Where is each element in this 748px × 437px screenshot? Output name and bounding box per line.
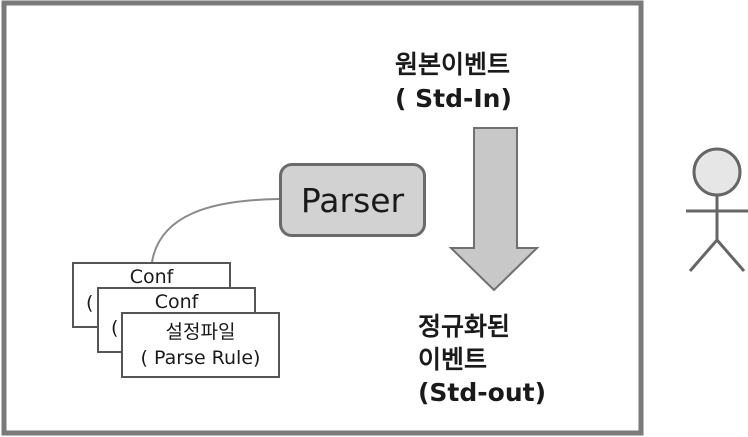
parser-box: Parser [279, 163, 426, 237]
normalized-event-label: 정규화된 이벤트 (Std-out) [418, 310, 546, 409]
actor-figure [686, 147, 748, 272]
parser-connector-curve [151, 198, 280, 263]
config-file-front-line1: 설정파일 [165, 321, 236, 343]
parser-label: Parser [300, 180, 405, 220]
config-file-middle-line1: Conf [154, 291, 199, 313]
config-file-back-line2: ( [86, 292, 94, 314]
config-file-front-line2: ( Parse Rule) [140, 347, 261, 369]
normalized-event-line1: 정규화된 [418, 312, 511, 341]
source-event-label: 원본이벤트 ( Std-In) [395, 48, 512, 116]
actor-right-leg [715, 239, 746, 272]
config-file-front: 설정파일 ( Parse Rule) [121, 312, 280, 378]
flow-down-arrow [448, 127, 540, 292]
source-event-line2: ( Std-In) [395, 84, 512, 113]
config-file-back-line1: Conf [129, 266, 174, 288]
actor-left-leg [688, 239, 719, 272]
normalized-event-line2: 이벤트 [418, 345, 488, 374]
normalized-event-line3: (Std-out) [418, 378, 547, 407]
source-event-line1: 원본이벤트 [395, 50, 511, 79]
actor-head [692, 147, 742, 197]
config-file-middle-line2: ( [111, 317, 119, 339]
